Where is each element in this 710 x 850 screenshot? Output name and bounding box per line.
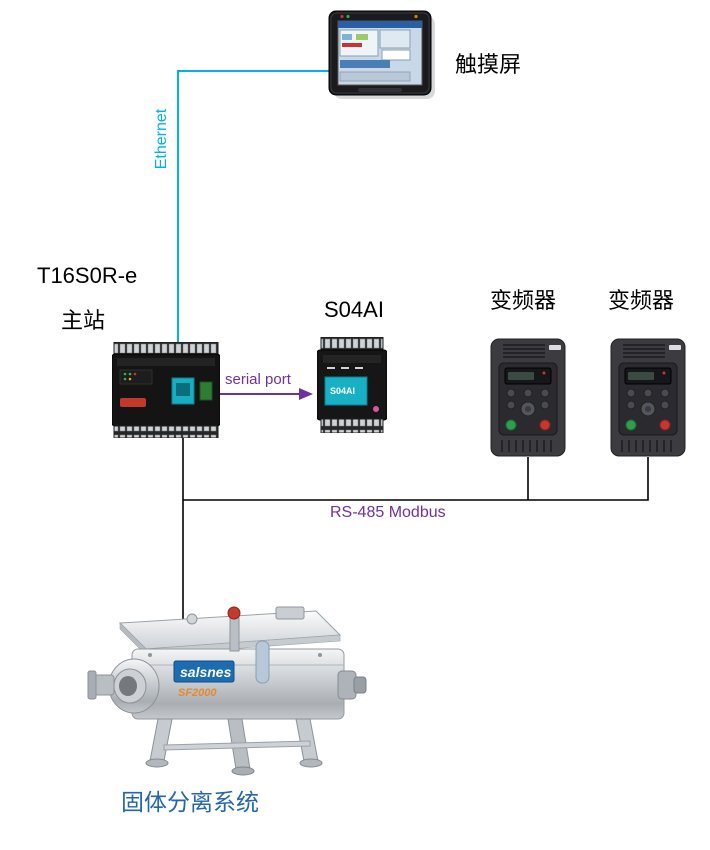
- plc-led-block: [119, 369, 153, 385]
- machine-motor: [337, 670, 357, 700]
- touchscreen-label: 触摸屏: [455, 52, 522, 77]
- machine-valve-knob: [227, 606, 241, 620]
- plc-comm-connector: [199, 381, 213, 401]
- module-pink-dot: [373, 406, 379, 412]
- vfd-device-right: [609, 337, 687, 458]
- vfd-right-label: 变频器: [608, 288, 675, 313]
- machine-leg-right: [295, 718, 319, 762]
- machine-brand-text: salsnes: [180, 664, 232, 680]
- module-label-band: [324, 376, 368, 406]
- plc-bottom-terminals: [113, 425, 219, 438]
- plc-top-terminals: [113, 342, 219, 356]
- hmi-led-amber: [414, 14, 418, 19]
- vfd-device-left: [489, 337, 567, 458]
- machine-logo-plate: [173, 660, 235, 683]
- machine-body: [131, 648, 345, 720]
- plc-label-line2: 主站: [61, 308, 106, 333]
- serial-port-label: serial port: [225, 371, 291, 388]
- machine-model-text: SF2000: [178, 687, 217, 699]
- vfd-left-label: 变频器: [490, 288, 557, 313]
- ethernet-label: Ethernet: [153, 108, 170, 170]
- machine-cylinder: [255, 640, 270, 684]
- ethernet-wire: [177, 70, 331, 352]
- hmi-led-red: [340, 14, 344, 19]
- plc-device: [112, 342, 220, 438]
- machine-leg-left: [149, 718, 173, 762]
- touchscreen-device: [328, 10, 435, 99]
- module-band-text: S04AI: [330, 386, 355, 396]
- rs485-wire: [183, 457, 649, 501]
- machine-top-pipe: [229, 614, 240, 652]
- module-bottom-terminals: [320, 418, 384, 433]
- rs485-label: RS-485 Modbus: [330, 504, 446, 521]
- module-label: S04AI: [324, 297, 384, 322]
- plc-brand-badge: [120, 398, 146, 407]
- expansion-module-device: S04AI: [317, 337, 387, 433]
- module-top-terminals: [320, 337, 384, 352]
- plc-label-line1: T16S0R-e: [37, 263, 138, 288]
- separator-machine-device: salsnes SF2000: [87, 606, 367, 776]
- hmi-led-green: [346, 14, 350, 19]
- machine-inlet-pipe: [93, 674, 115, 696]
- machine-label: 固体分离系统: [121, 789, 259, 815]
